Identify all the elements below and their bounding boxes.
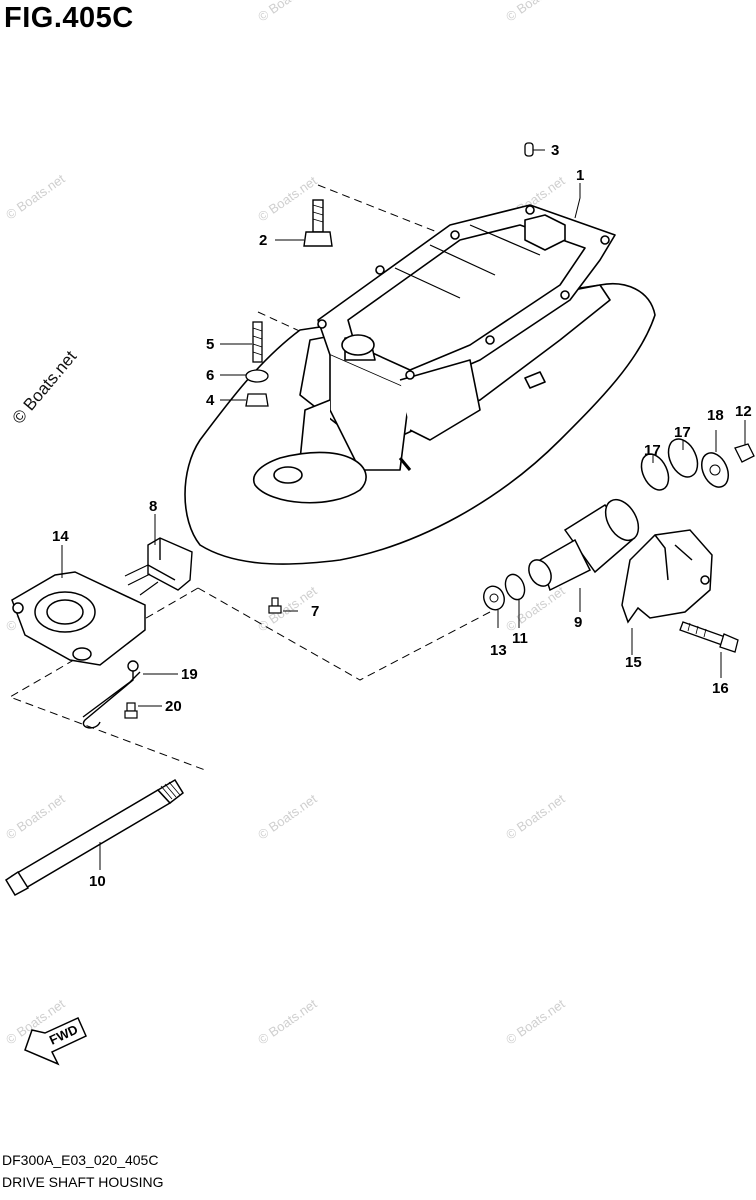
callout-4: 4 (206, 392, 215, 409)
callout-17a: 17 (644, 442, 661, 459)
callout-13: 13 (490, 642, 507, 659)
callout-9: 9 (574, 614, 582, 631)
seal-part-17b (667, 438, 699, 478)
watermark: © Boats.net (255, 173, 320, 225)
callout-16: 16 (712, 680, 729, 697)
screw-part-20 (124, 702, 138, 719)
callout-18: 18 (707, 407, 724, 424)
callout-20: 20 (165, 698, 182, 715)
callout-1: 1 (576, 167, 584, 184)
callout-5: 5 (206, 336, 214, 353)
watermark-large: © Boats.net (9, 347, 81, 428)
bolt-part-16 (679, 621, 739, 653)
drive-shaft-housing-part (184, 204, 656, 565)
callout-17b: 17 (674, 424, 691, 441)
callout-11: 11 (512, 630, 528, 647)
clamp-part-15 (621, 529, 713, 624)
nut-part-12 (734, 443, 755, 463)
watermark: © Boats.net (255, 996, 320, 1048)
watermark: © Boats.net (3, 171, 68, 223)
washer-part-6 (245, 369, 269, 383)
callout-14: 14 (52, 528, 69, 545)
o-ring-part-11 (504, 573, 526, 601)
drive-shaft-part-10 (4, 778, 184, 896)
connector-part-8 (124, 537, 193, 596)
callout-8: 8 (149, 498, 157, 515)
watermark: © Boats.net (255, 0, 320, 24)
seal-part-17a (640, 453, 670, 491)
watermark: © Boats.net (255, 791, 320, 843)
callout-12: 12 (735, 403, 752, 420)
callout-10: 10 (89, 873, 106, 890)
watermark: © Boats.net (503, 791, 568, 843)
callout-15: 15 (625, 654, 642, 671)
bushing-part-9 (528, 498, 640, 592)
callout-6: 6 (206, 367, 214, 384)
screw-part-7 (268, 597, 282, 614)
figure-title: FIG.405C (4, 2, 134, 34)
callout-2: 2 (259, 232, 267, 249)
callout-7: 7 (311, 603, 319, 620)
bolt-part-2 (303, 199, 333, 247)
assembly-name: DRIVE SHAFT HOUSING (2, 1174, 164, 1190)
stud-part-5 (252, 321, 263, 363)
watermark: © Boats.net (3, 791, 68, 843)
leader-lines (61, 149, 746, 870)
dowel-pin-part-3 (524, 142, 534, 157)
bracket-part-14 (11, 571, 146, 666)
callout-19: 19 (181, 666, 198, 683)
watermark: © Boats.net (503, 996, 568, 1048)
drawing-code: DF300A_E03_020_405C (2, 1152, 159, 1168)
callout-3: 3 (551, 142, 559, 159)
nut-part-4 (245, 393, 269, 407)
watermark: © Boats.net (503, 0, 568, 24)
ground-wire-part-19 (82, 660, 141, 729)
callout-labels: 1 2 3 4 5 6 7 8 9 10 11 12 13 14 15 16 1… (52, 142, 752, 890)
